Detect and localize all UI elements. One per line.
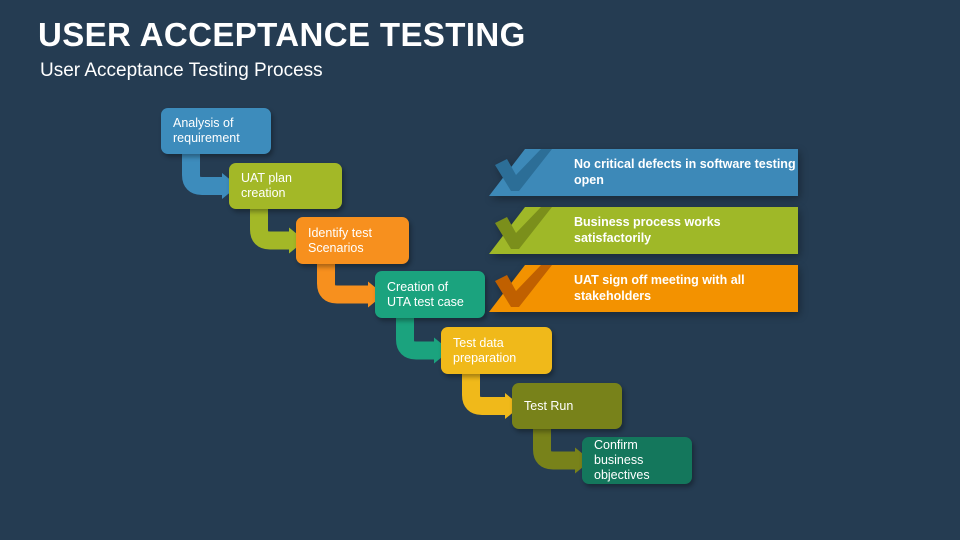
process-step-label: Test data preparation: [453, 335, 517, 365]
page-title: USER ACCEPTANCE TESTING: [38, 16, 526, 53]
process-step-box[interactable]: Identify test Scenarios: [296, 217, 409, 264]
banner-shape: [489, 149, 798, 196]
exit-criteria-banner[interactable]: No critical defects in software testing …: [489, 149, 798, 196]
process-step-box[interactable]: Analysis of requirement: [161, 108, 271, 154]
process-step-box[interactable]: Test Run: [512, 383, 622, 429]
process-step-box[interactable]: Confirm business objectives: [582, 437, 692, 484]
banner-shape: [489, 207, 798, 254]
process-step-box[interactable]: Test data preparation: [441, 327, 552, 374]
process-step-label: Test Run: [524, 398, 574, 413]
exit-criteria-banner[interactable]: UAT sign off meeting with all stakeholde…: [489, 265, 798, 312]
process-step-label: Identify test Scenarios: [308, 225, 372, 255]
process-step-label: Confirm business objectives: [594, 438, 650, 482]
check-icon: [495, 149, 552, 191]
exit-criteria-label: No critical defects in software testing …: [574, 157, 796, 187]
exit-criteria-label: UAT sign off meeting with all stakeholde…: [574, 273, 745, 303]
exit-criteria-banner[interactable]: Business process works satisfactorily: [489, 207, 798, 254]
process-step-label: Creation of UTA test case: [387, 279, 464, 309]
process-step-label: UAT plan creation: [241, 171, 292, 200]
check-icon: [495, 207, 552, 249]
banner-shape: [489, 265, 798, 312]
process-step-box[interactable]: Creation of UTA test case: [375, 271, 485, 318]
process-step-box[interactable]: UAT plan creation: [229, 163, 342, 209]
exit-criteria-label: Business process works satisfactorily: [574, 215, 721, 245]
process-step-label: Analysis of requirement: [173, 116, 240, 145]
page-subtitle: User Acceptance Testing Process: [40, 60, 323, 81]
check-icon: [495, 265, 552, 307]
